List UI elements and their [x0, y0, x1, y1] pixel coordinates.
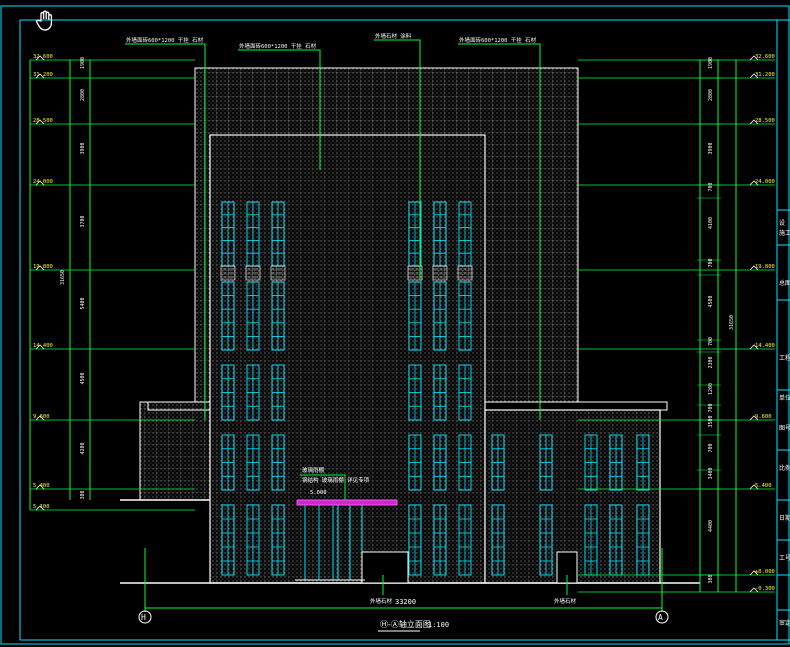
right-level-label: 14.400	[755, 343, 775, 349]
right-level-label: 5.400	[755, 483, 772, 489]
pan-hand-icon[interactable]	[34, 8, 58, 32]
callout-top3: 外墙石材 涂料	[375, 32, 412, 40]
svg-text:H: H	[141, 613, 146, 622]
stone-panel	[457, 265, 473, 281]
left-level-label: 14.400	[33, 343, 53, 349]
callout-top2: 外墙面砖600*1200 干挂 石材	[239, 42, 317, 50]
left-dim-value: 3900	[80, 142, 86, 154]
right-dim-value: 700	[708, 182, 714, 191]
right-dimension-chain: 32.600 31.200 28.500 24.000 19.800 14.400 9.60…	[578, 54, 775, 593]
overall-width-label: 33200	[395, 598, 416, 606]
left-dim-value: 4500	[80, 372, 86, 384]
stone-panel	[407, 265, 423, 281]
panel-label-0: 设	[779, 219, 785, 227]
right-dim-value: 300	[708, 574, 714, 583]
right-dim-value: 700	[708, 337, 714, 346]
panel-label-3: 工程	[779, 354, 790, 362]
callout-top1: 外墙面砖600*1200 干挂 石材	[126, 36, 204, 44]
stone-panel	[432, 265, 448, 281]
right-dim-value: 3400	[708, 467, 714, 479]
right-level-label: ±0.000	[755, 569, 775, 575]
right-level-label: 9.600	[755, 414, 772, 420]
right-dim-value: 1900	[708, 57, 714, 69]
left-level-label: 5.400	[33, 483, 50, 489]
panel-label-7: 日期	[779, 514, 790, 522]
right-level-label: 32.600	[755, 54, 775, 60]
callout-bottom1: 外墙石材	[370, 597, 393, 605]
left-level-label: 28.500	[33, 118, 53, 124]
right-overall-height: 31650	[729, 315, 735, 330]
right-level-label: 28.500	[755, 118, 775, 124]
stone-panel	[245, 265, 261, 281]
left-level-label: 19.800	[33, 264, 53, 270]
right-dim-value: 700	[708, 258, 714, 267]
callout-canopy-note: 钢结构 玻璃雨棚 详见专项	[302, 476, 370, 484]
right-dim-value: 2800	[708, 89, 714, 101]
right-dim-value: 700	[708, 403, 714, 412]
canopy	[296, 499, 398, 506]
right-dim-value: 3900	[708, 142, 714, 154]
left-overall-height: 31650	[60, 270, 66, 285]
left-level-label: 5.100	[33, 504, 50, 510]
drawing-title: Ⓗ-Ⓐ轴立面图	[380, 619, 431, 629]
stone-panel	[270, 265, 286, 281]
drawing-title-block: Ⓗ-Ⓐ轴立面图 1:100	[378, 619, 449, 632]
left-level-label: 9.600	[33, 414, 50, 420]
left-dim-value: 300	[80, 490, 86, 499]
panel-label-1: 施工	[779, 229, 790, 237]
left-dim-value: 1900	[80, 57, 86, 69]
left-dim-value: 4200	[80, 442, 86, 454]
left-level-label: 31.200	[33, 72, 53, 78]
overall-width-dim: 33200	[144, 548, 663, 612]
annotation-leaders	[125, 39, 568, 595]
axis-h-bubble: H	[138, 610, 152, 624]
right-dim-value: 4400	[708, 520, 714, 532]
panel-label-8: 工号	[779, 555, 790, 562]
stone-panel	[220, 265, 236, 281]
right-level-label: 31.200	[755, 72, 775, 78]
svg-text:A: A	[658, 613, 663, 622]
panel-label-4: 单位	[779, 394, 790, 402]
right-dim-value: 3500	[708, 415, 714, 427]
right-dim-value: 4500	[708, 295, 714, 307]
left-dim-value: 3700	[80, 215, 86, 227]
left-dimension-chain: 32.600 31.200 28.500 24.000 19.800 14.400 9.60…	[29, 54, 195, 511]
right-level-label: 24.000	[755, 179, 775, 185]
drawing-scale: 1:100	[428, 621, 449, 629]
left-level-label: 24.000	[33, 179, 53, 185]
left-dim-value: 2800	[80, 89, 86, 101]
left-dim-value: 5400	[80, 297, 86, 309]
callout-top4: 外墙面砖600*1200 干挂 石材	[459, 36, 537, 44]
panel-label-9: 审定	[779, 619, 790, 627]
axis-a-bubble: A	[655, 610, 669, 624]
panel-label-6: 比例	[779, 464, 790, 472]
callout-bottom2: 外墙石材	[554, 597, 577, 605]
right-dim-value: 700	[708, 443, 714, 452]
right-dim-value: 2300	[708, 356, 714, 368]
title-block: 设 施工 总图 工程 单位 图号 比例 日期 工号 审定	[776, 20, 790, 640]
panel-label-2: 总图	[779, 279, 790, 287]
left-level-label: 32.600	[33, 54, 53, 60]
callout-canopy-level: 5.000	[310, 490, 327, 496]
callout-canopy-title: 玻璃雨棚	[302, 466, 325, 474]
front-windows	[220, 201, 650, 576]
right-level-label: 19.800	[755, 264, 775, 270]
right-dim-value: 4100	[708, 217, 714, 229]
right-dim-value: 1200	[708, 383, 714, 395]
right-level-label: -0.300	[755, 586, 775, 592]
panel-label-5: 图号	[779, 425, 790, 432]
